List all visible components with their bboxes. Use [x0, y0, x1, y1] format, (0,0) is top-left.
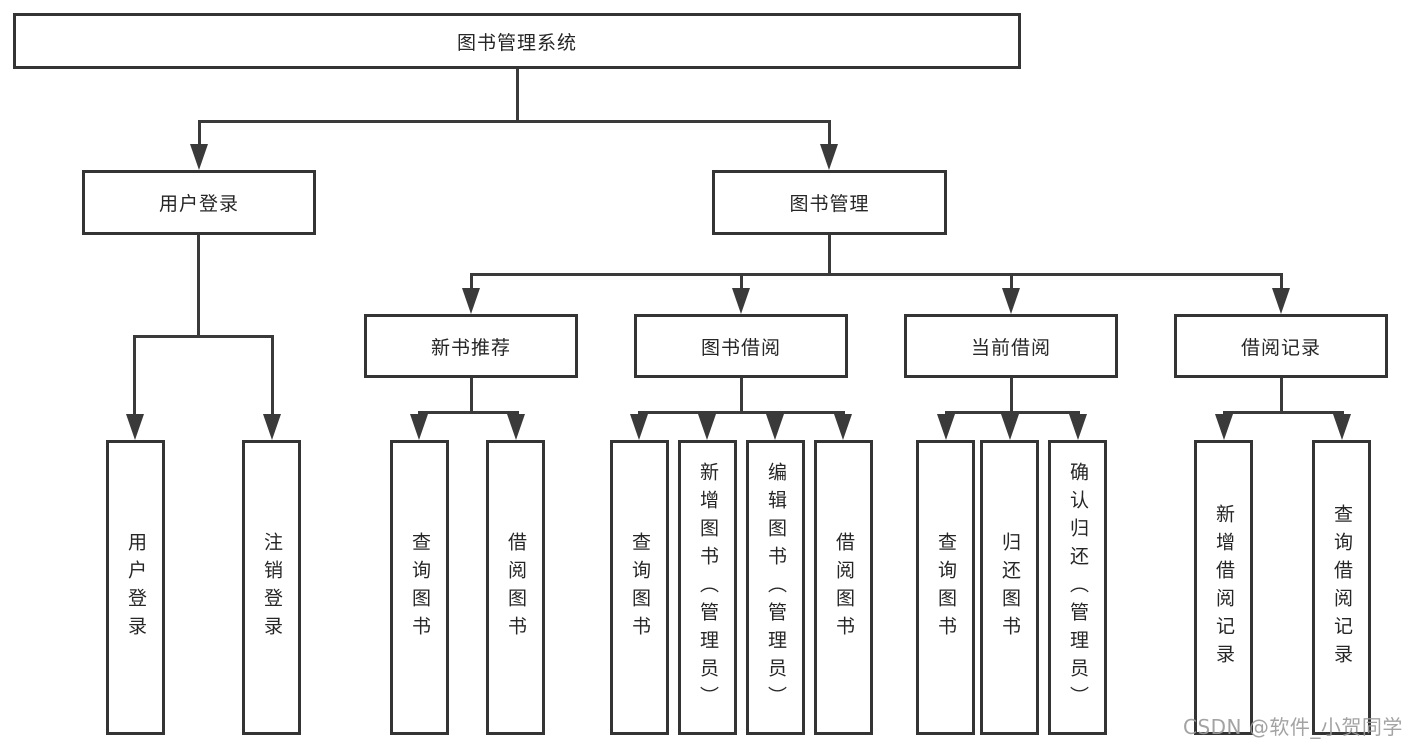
leaf-logout: 注销登录: [242, 440, 301, 735]
leaf-query-book-borrow: 查询图书: [610, 440, 669, 735]
connector-recommend-stem: [470, 378, 473, 414]
leaf-borrow-book: 借阅图书: [814, 440, 873, 735]
arrowhead-down-icon: [1069, 414, 1087, 440]
node-new-book-recommend: 新书推荐: [364, 314, 578, 378]
arrowhead-down-icon: [1333, 414, 1351, 440]
arrowhead-down-icon: [766, 414, 784, 440]
arrowhead-down-icon: [834, 414, 852, 440]
node-book-borrow: 图书借阅: [634, 314, 848, 378]
arrowhead-down-icon: [630, 414, 648, 440]
connector-user-login-bar: [133, 335, 274, 338]
connector-user-login-stem: [197, 235, 200, 337]
arrowhead-down-icon: [732, 288, 750, 314]
arrowhead-down-icon: [1001, 414, 1019, 440]
connector-stem: [740, 273, 743, 295]
arrowhead-down-icon: [1002, 288, 1020, 314]
connector-stem: [1010, 273, 1013, 295]
watermark: CSDN @软件_小贺同学: [1183, 715, 1403, 739]
connector-root-bar: [198, 120, 831, 123]
arrowhead-down-icon: [820, 144, 838, 170]
connector-book-mgmt-bar: [470, 273, 1283, 276]
connector-recommend-bar: [418, 411, 519, 414]
connector-current-bar: [945, 411, 1080, 414]
arrowhead-down-icon: [1272, 288, 1290, 314]
leaf-add-book-admin: 新增图书（管理员）: [678, 440, 737, 735]
connector-records-bar: [1223, 411, 1344, 414]
node-current-borrow: 当前借阅: [904, 314, 1118, 378]
leaf-borrow-book-recommend: 借阅图书: [486, 440, 545, 735]
arrowhead-down-icon: [507, 414, 525, 440]
arrowhead-down-icon: [126, 414, 144, 440]
connector-root-stem: [516, 69, 519, 123]
leaf-user-login: 用户登录: [106, 440, 165, 735]
arrowhead-down-icon: [462, 288, 480, 314]
arrowhead-down-icon: [263, 414, 281, 440]
connector-book-mgmt-stem: [828, 235, 831, 276]
leaf-edit-book-admin: 编辑图书（管理员）: [746, 440, 805, 735]
connector-stem: [198, 120, 201, 150]
connector-records-stem: [1280, 378, 1283, 414]
leaf-add-borrow-record: 新增借阅记录: [1194, 440, 1253, 735]
node-borrow-records: 借阅记录: [1174, 314, 1388, 378]
connector-stem: [470, 273, 473, 295]
node-root-system: 图书管理系统: [13, 13, 1021, 69]
leaf-return-book: 归还图书: [980, 440, 1039, 735]
arrowhead-down-icon: [1215, 414, 1233, 440]
connector-stem: [271, 335, 274, 417]
node-book-management: 图书管理: [712, 170, 947, 235]
connector-stem: [828, 120, 831, 150]
arrowhead-down-icon: [698, 414, 716, 440]
leaf-query-book-current: 查询图书: [916, 440, 975, 735]
arrowhead-down-icon: [937, 414, 955, 440]
connector-stem: [1280, 273, 1283, 295]
leaf-confirm-return-admin: 确认归还（管理员）: [1048, 440, 1107, 735]
node-user-login: 用户登录: [82, 170, 316, 235]
connector-borrow-bar: [638, 411, 845, 414]
arrowhead-down-icon: [190, 144, 208, 170]
arrowhead-down-icon: [410, 414, 428, 440]
leaf-query-book-recommend: 查询图书: [390, 440, 449, 735]
connector-stem: [133, 335, 136, 417]
connector-current-stem: [1010, 378, 1013, 414]
connector-borrow-stem: [740, 378, 743, 414]
leaf-query-borrow-record: 查询借阅记录: [1312, 440, 1371, 735]
